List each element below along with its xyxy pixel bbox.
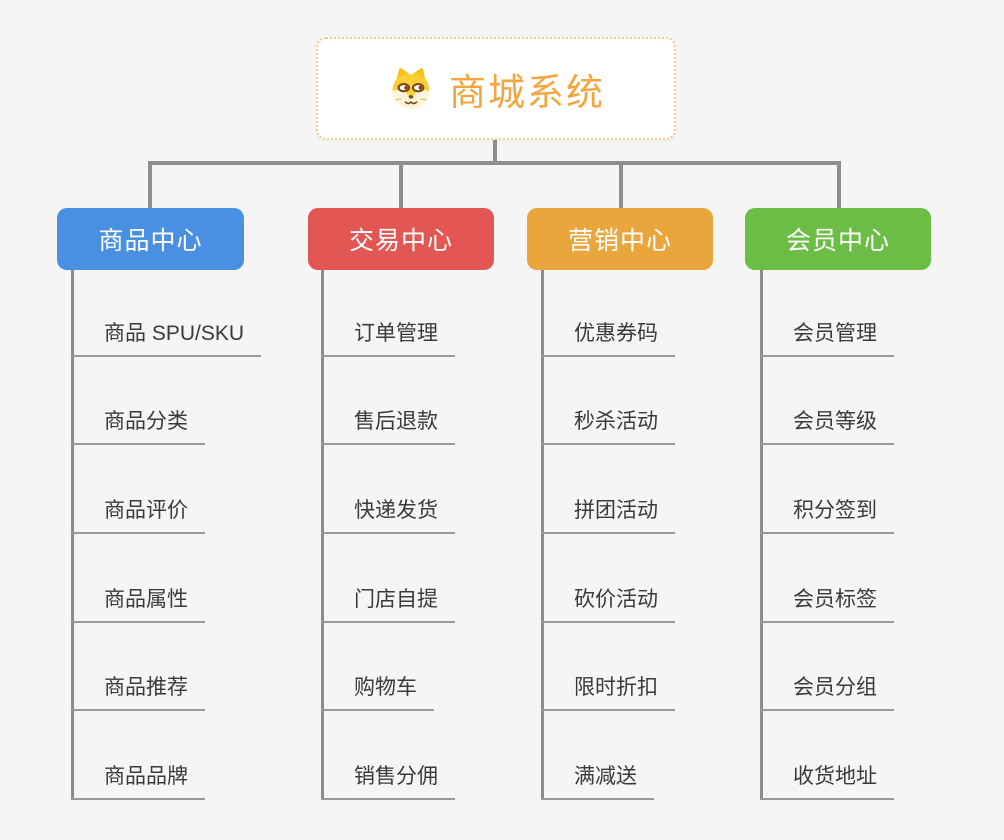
leaf-node[interactable]: 优惠券码 <box>541 321 675 357</box>
branch-connector-line <box>399 161 403 208</box>
shiba-dog-icon <box>392 68 430 110</box>
leaf-node[interactable]: 会员等级 <box>760 409 894 445</box>
leaf-node[interactable]: 商品属性 <box>71 587 205 623</box>
root-connector-line <box>493 140 497 162</box>
leaf-node[interactable]: 满减送 <box>541 764 654 800</box>
leaf-node[interactable]: 快递发货 <box>321 498 455 534</box>
leaf-node[interactable]: 商品分类 <box>71 409 205 445</box>
leaf-node[interactable]: 收货地址 <box>760 764 894 800</box>
branch-node-member-center[interactable]: 会员中心 <box>745 208 931 270</box>
branch-connector-line <box>619 161 623 208</box>
leaf-node[interactable]: 销售分佣 <box>321 764 455 800</box>
leaf-node[interactable]: 订单管理 <box>321 321 455 357</box>
leaf-node[interactable]: 商品评价 <box>71 498 205 534</box>
leaf-node[interactable]: 积分签到 <box>760 498 894 534</box>
column-connector-line <box>760 270 763 800</box>
leaf-node[interactable]: 秒杀活动 <box>541 409 675 445</box>
leaf-node[interactable]: 购物车 <box>321 675 434 711</box>
leaf-node[interactable]: 售后退款 <box>321 409 455 445</box>
branch-node-marketing-center[interactable]: 营销中心 <box>527 208 713 270</box>
root-title: 商城系统 <box>449 71 605 113</box>
leaf-node[interactable]: 门店自提 <box>321 587 455 623</box>
branch-connector-line <box>837 161 841 208</box>
leaf-node[interactable]: 商品 SPU/SKU <box>71 321 262 357</box>
column-connector-line <box>71 270 74 800</box>
leaf-node[interactable]: 会员分组 <box>760 675 894 711</box>
leaf-node[interactable]: 商品品牌 <box>71 764 205 800</box>
branch-node-trade-center[interactable]: 交易中心 <box>308 208 494 270</box>
root-node[interactable]: 商城系统 <box>316 37 676 140</box>
column-connector-line <box>541 270 544 800</box>
leaf-node[interactable]: 砍价活动 <box>541 587 675 623</box>
column-connector-line <box>321 270 324 800</box>
leaf-node[interactable]: 拼团活动 <box>541 498 675 534</box>
leaf-node[interactable]: 商品推荐 <box>71 675 205 711</box>
horizontal-connector-line <box>148 161 841 165</box>
branch-node-product-center[interactable]: 商品中心 <box>57 208 244 270</box>
branch-connector-line <box>148 161 152 208</box>
leaf-node[interactable]: 限时折扣 <box>541 675 675 711</box>
leaf-node[interactable]: 会员管理 <box>760 321 894 357</box>
leaf-node[interactable]: 会员标签 <box>760 587 894 623</box>
